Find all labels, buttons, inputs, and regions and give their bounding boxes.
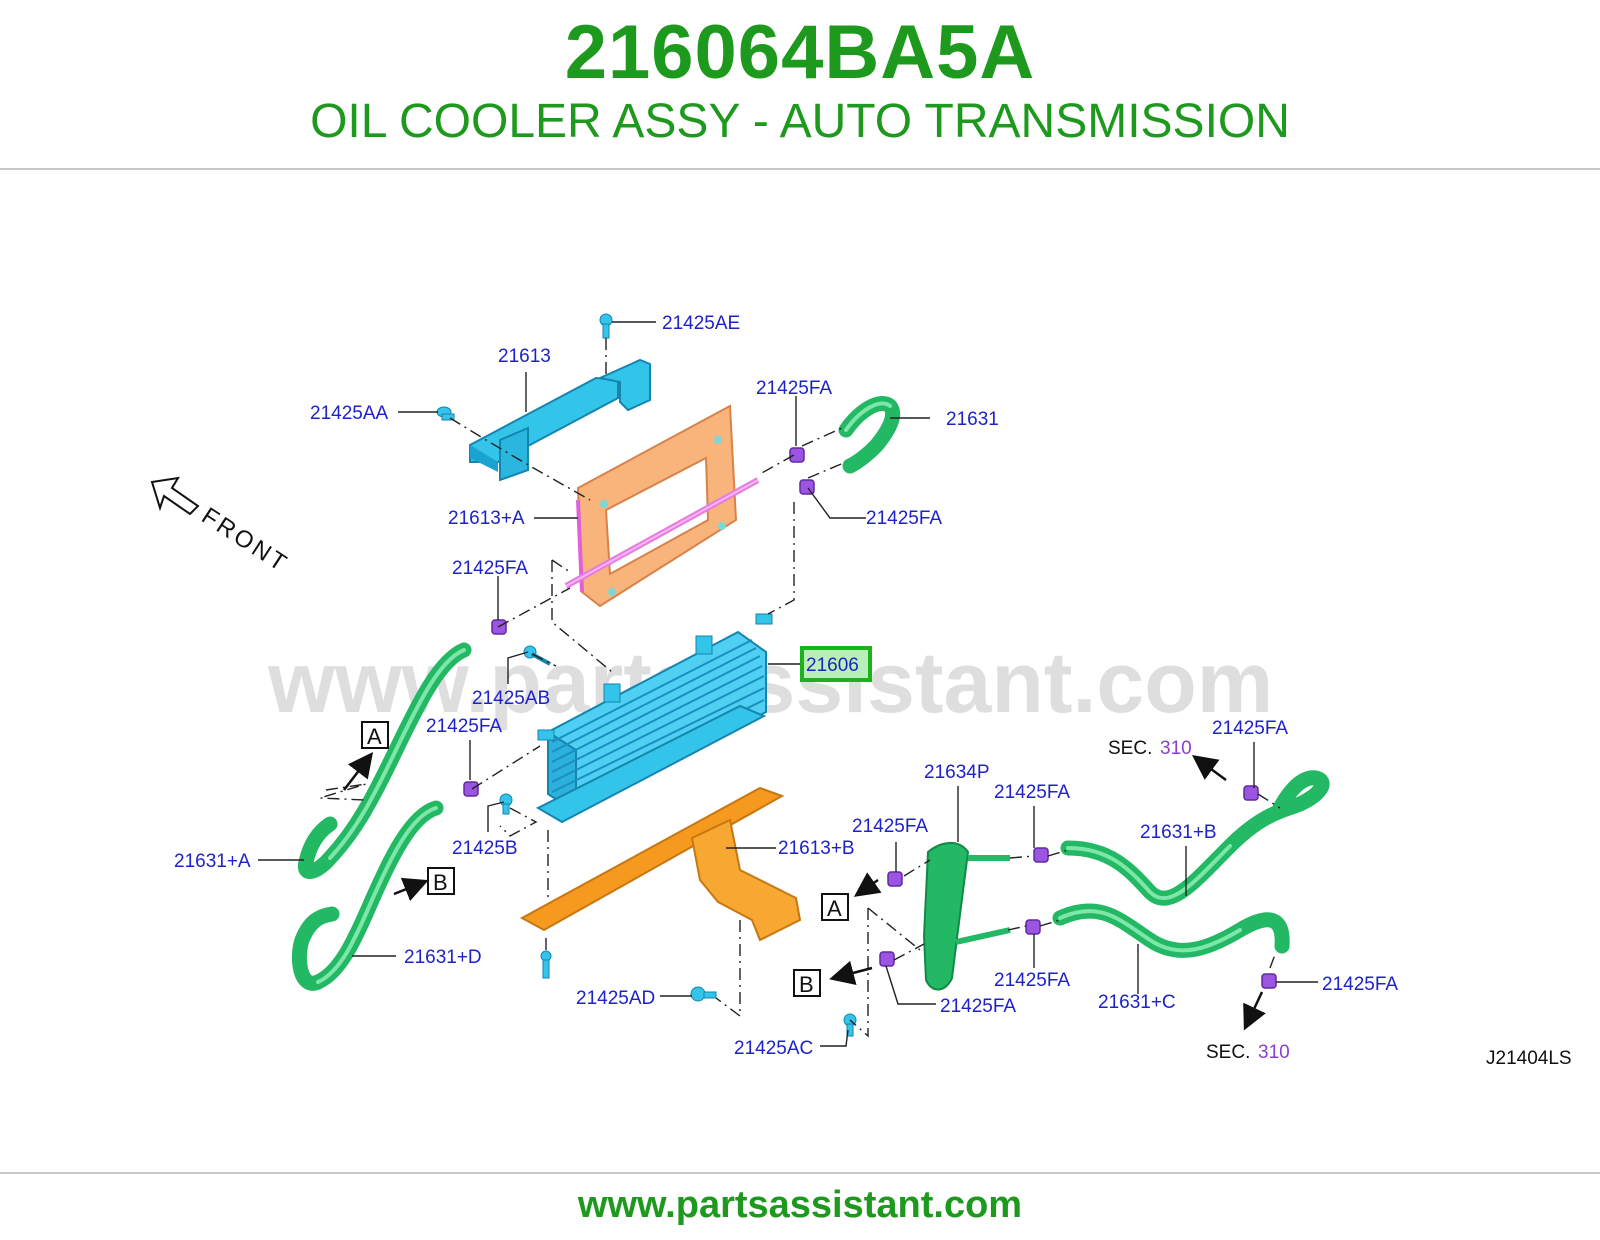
marker-a-right: A xyxy=(821,893,849,921)
highlight-box xyxy=(800,646,872,682)
callout-21613B[interactable]: 21613+B xyxy=(778,838,855,859)
front-arrow-icon xyxy=(150,476,200,516)
callout-21425FA-2[interactable]: 21425FA xyxy=(866,508,942,529)
callout-21425FA-7[interactable]: 21425FA xyxy=(1212,718,1288,739)
sec-ref-bottom-number: 310 xyxy=(1258,1042,1290,1063)
clamp-icon xyxy=(1243,785,1259,801)
hose-21631 xyxy=(838,396,901,474)
hose-21631D xyxy=(291,800,444,991)
oil-cooler-21606 xyxy=(535,613,773,824)
callout-21425B[interactable]: 21425B xyxy=(452,838,518,859)
sec-ref-top-prefix: SEC. xyxy=(1108,738,1152,759)
bolt-21425AC xyxy=(843,1013,857,1037)
front-direction-indicator: FRONT xyxy=(150,476,294,578)
callout-21425FA-5[interactable]: 21425FA xyxy=(852,816,928,837)
callout-21425AE[interactable]: 21425AE xyxy=(662,313,740,334)
callout-21631A[interactable]: 21631+A xyxy=(174,851,251,872)
footer-divider xyxy=(0,1172,1600,1174)
bolt-21425AE xyxy=(599,313,613,339)
callout-21425FA-9[interactable]: 21425FA xyxy=(940,996,1016,1017)
leader-lines xyxy=(258,321,1318,1047)
callout-21425AD[interactable]: 21425AD xyxy=(576,988,655,1009)
hose-21631B xyxy=(1060,770,1330,906)
svg-text:B: B xyxy=(799,972,814,997)
bracket-21613 xyxy=(469,358,651,482)
callout-21425AC[interactable]: 21425AC xyxy=(734,1038,813,1059)
pipe-bracket-21634P xyxy=(922,842,1011,991)
callout-21631[interactable]: 21631 xyxy=(946,409,999,430)
clamp-icon xyxy=(879,951,895,967)
assembly-lines xyxy=(319,338,1281,1038)
footer-site-link[interactable]: www.partsassistant.com xyxy=(577,1184,1023,1226)
plate-21613A xyxy=(564,404,760,608)
callout-21425AB[interactable]: 21425AB xyxy=(472,688,550,709)
callout-21425FA-1[interactable]: 21425FA xyxy=(756,378,832,399)
sec-ref-bottom[interactable]: SEC. 310 xyxy=(1206,1042,1290,1063)
bolt-lower xyxy=(540,950,552,979)
part-number-title: 216064BA5A xyxy=(564,10,1036,95)
part-name-subtitle: OIL COOLER ASSY - AUTO TRANSMISSION xyxy=(310,95,1290,148)
sec-ref-top[interactable]: SEC. 310 xyxy=(1108,738,1192,759)
clamp-icon xyxy=(887,871,903,887)
page-header: 216064BA5A OIL COOLER ASSY - AUTO TRANSM… xyxy=(0,0,1600,168)
clamp-icon xyxy=(1033,847,1049,863)
clamp-icon xyxy=(463,781,479,797)
callout-21425AA[interactable]: 21425AA xyxy=(310,403,389,424)
callout-21425FA-4[interactable]: 21425FA xyxy=(426,716,502,737)
sec-ref-bottom-prefix: SEC. xyxy=(1206,1042,1250,1063)
callout-21425FA-10[interactable]: 21425FA xyxy=(1322,974,1398,995)
callout-21425FA-3[interactable]: 21425FA xyxy=(452,558,528,579)
header-divider xyxy=(0,168,1600,170)
callout-21631C[interactable]: 21631+C xyxy=(1098,992,1176,1013)
svg-text:A: A xyxy=(367,724,382,749)
clamp-icon xyxy=(1025,919,1041,935)
sec-ref-top-number: 310 xyxy=(1160,738,1192,759)
bolt-21425B xyxy=(499,793,513,815)
drawing-code: J21404LS xyxy=(1486,1048,1572,1069)
front-label: FRONT xyxy=(197,502,294,578)
callout-21631B[interactable]: 21631+B xyxy=(1140,822,1217,843)
hose-21631C xyxy=(1052,903,1290,958)
callout-21634P[interactable]: 21634P xyxy=(924,762,990,783)
clamp-icon xyxy=(789,447,805,463)
callout-21606[interactable]: 21606 xyxy=(806,655,859,676)
bracket-21613B xyxy=(519,786,802,942)
bolt-21425AD xyxy=(690,986,717,1002)
marker-a-left: A xyxy=(361,721,389,749)
callout-labels: 21425AE 21613 21425AA 21425FA 21631 2161… xyxy=(174,313,1572,1069)
reference-arrows xyxy=(343,752,1266,1031)
callout-21613A[interactable]: 21613+A xyxy=(448,508,525,529)
clamp-icons xyxy=(463,447,1277,989)
svg-text:A: A xyxy=(827,896,842,921)
bolt-21425AA xyxy=(436,406,455,421)
clamp-icon xyxy=(799,479,815,495)
clamp-icon xyxy=(1261,973,1277,989)
callout-21425FA-6[interactable]: 21425FA xyxy=(994,782,1070,803)
callout-21631D[interactable]: 21631+D xyxy=(404,947,482,968)
hose-21631A xyxy=(297,642,472,879)
marker-b-right: B xyxy=(793,969,821,997)
svg-text:B: B xyxy=(433,870,448,895)
marker-b-left: B xyxy=(427,867,455,895)
callout-21613[interactable]: 21613 xyxy=(498,346,551,367)
callout-21425FA-8[interactable]: 21425FA xyxy=(994,970,1070,991)
